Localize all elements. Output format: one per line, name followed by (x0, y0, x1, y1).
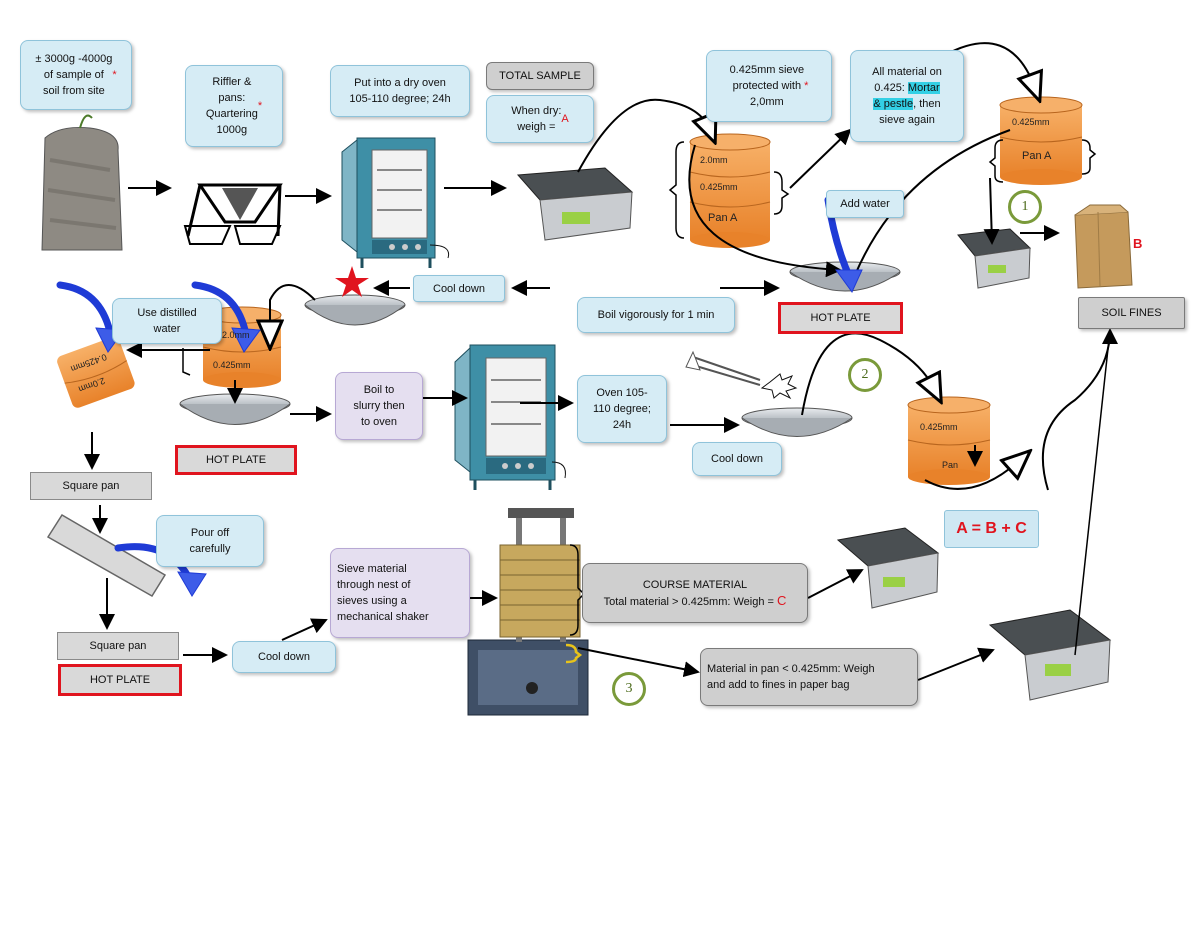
course-body: Total material > 0.425mm: Weigh = (603, 595, 778, 608)
all-material-text-b: , then sieve again (879, 98, 941, 126)
sieve-protect-asterisk: * (804, 80, 809, 92)
use-distilled-box: Use distilled water (112, 298, 222, 344)
bowl-cool-top-icon (304, 294, 406, 326)
sieve-nest-box: Sieve material through nest of sieves us… (330, 548, 470, 638)
mid-right-stack-label-1: 0.425mm (920, 422, 958, 432)
tilted-stack-label-1: 0.425mm (69, 351, 109, 375)
cool-down-top-box: Cool down (413, 275, 505, 302)
course-material-box: COURSE MATERIAL Total material > 0.425mm… (582, 563, 808, 623)
top-stack-label-2: 0.425mm (700, 182, 738, 192)
add-water-box: Add water (826, 190, 904, 218)
mid-right-stack-label-2: Pan (942, 460, 959, 470)
tilted-square-pan-icon (46, 513, 167, 598)
drying-oven-icon (341, 137, 450, 268)
step-marker-2: 2 (848, 358, 882, 392)
hot-plate-left-box: HOT PLATE (175, 445, 297, 475)
scale-4-icon (988, 609, 1112, 701)
bag-letter: B (1133, 236, 1143, 251)
sieve-stack-right-icon (999, 96, 1083, 185)
cool-down-mid-box: Cool down (692, 442, 782, 476)
equation-box: A = B + C (944, 510, 1039, 548)
cool-down-bottom-box: Cool down (232, 641, 336, 673)
square-pan-2-box: Square pan (57, 632, 179, 660)
square-pan-1-box: Square pan (30, 472, 152, 500)
riffler-text: Riffler & pans: Quartering 1000g (205, 76, 258, 136)
right-stack-label-1: 0.425mm (1012, 117, 1050, 127)
right-stack-label-2: Pan A (1022, 150, 1052, 162)
riffler-asterisk: * (257, 100, 263, 112)
when-dry-text: When dry: weigh = (511, 105, 562, 133)
left-stack-label-1: 2.0mm (222, 330, 250, 340)
hot-plate-top-box: HOT PLATE (778, 302, 903, 334)
course-title: COURSE MATERIAL (642, 578, 748, 591)
boil-vigorously-box: Boil vigorously for 1 min (577, 297, 735, 333)
when-dry-box: When dry: weigh = A (486, 95, 594, 143)
step-marker-3: 3 (612, 672, 646, 706)
soil-fines-box: SOIL FINES (1078, 297, 1185, 329)
paper-bag-icon (1074, 204, 1133, 289)
sample-asterisk: * (112, 69, 117, 81)
pan-material-box: Material in pan < 0.425mm: Weigh and add… (700, 648, 918, 706)
course-letter: C (777, 592, 787, 608)
all-material-text-a: All material on 0.425: (872, 66, 942, 94)
riffler-icon (183, 183, 283, 245)
star-icon (335, 266, 369, 297)
total-sample-box: TOTAL SAMPLE (486, 62, 594, 90)
pour-off-box: Pour off carefully (156, 515, 264, 567)
top-stack-label-1: 2.0mm (700, 155, 728, 165)
spark-icon (760, 373, 798, 400)
slurry-oven-icon (454, 344, 566, 490)
pan-bracket (565, 643, 583, 664)
left-stack-label-2: 0.425mm (213, 360, 251, 370)
step-marker-1: 1 (1008, 190, 1042, 224)
hot-plate-bottom-box: HOT PLATE (58, 664, 182, 696)
boil-slurry-box: Boil to slurry then to oven (335, 372, 423, 440)
oven-dry-box: Put into a dry oven 105-110 degree; 24h (330, 65, 470, 117)
mechanical-shaker-icon (467, 508, 589, 716)
tongs-icon (685, 350, 761, 386)
tilted-stack-label-2: 2.0mm (77, 375, 107, 395)
bowl-hotplate-left-icon (179, 393, 291, 425)
sieve-protect-box: 0.425mm sieve protected with 2,0mm* (706, 50, 832, 122)
all-material-box: All material on 0.425: Mortar & pestle, … (850, 50, 964, 142)
top-stack-label-3: Pan A (708, 212, 738, 224)
sample-text: ± 3000g -4000g of sample of soil from si… (35, 53, 113, 97)
scale-2-icon (957, 228, 1032, 289)
riffler-box: Riffler & pans: Quartering 1000g* (185, 65, 283, 147)
scale-1-icon (516, 167, 634, 241)
oven-105-box: Oven 105- 110 degree; 24h (577, 375, 667, 443)
soil-bag-icon (41, 114, 123, 251)
bowl-hotplate-top-icon (789, 261, 901, 292)
bowl-cool-mid-icon (741, 407, 853, 437)
sieve-stack-tilted-icon (57, 336, 135, 408)
sieve-stack-mid-right-icon (907, 396, 991, 485)
when-dry-letter: A (561, 113, 569, 125)
sample-box: ± 3000g -4000g of sample of soil from si… (20, 40, 132, 110)
sieve-protect-text: 0.425mm sieve protected with 2,0mm (729, 64, 805, 108)
scale-3-icon (836, 527, 940, 609)
